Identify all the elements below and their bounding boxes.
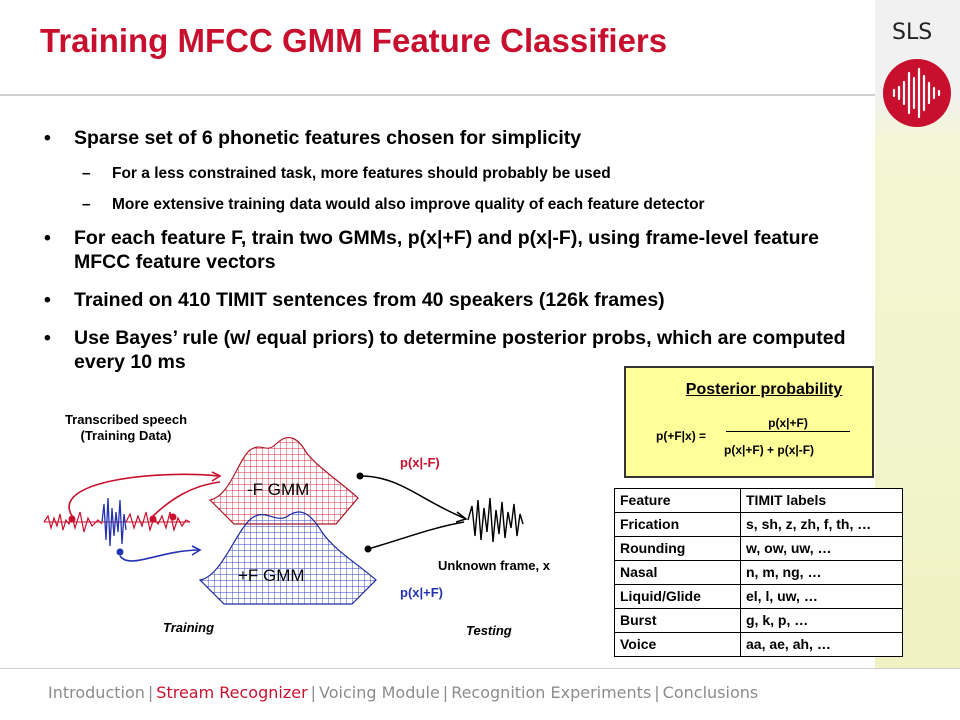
footer-bar <box>0 668 960 720</box>
neg-gmm-label: -F GMM <box>247 480 310 499</box>
sub-bullet-text: More extensive training data would also … <box>112 196 705 213</box>
table-cell: Burst <box>614 608 741 633</box>
bullet-item: Sparse set of 6 phonetic features chosen… <box>44 126 874 150</box>
table-cell: Voice <box>614 632 741 657</box>
nav-item-introduction[interactable]: Introduction <box>48 683 145 702</box>
posterior-denominator: p(x|+F) + p(x|-F) <box>724 443 815 457</box>
posterior-lhs: p(+F|x) = <box>656 429 707 443</box>
pos-gmm-surface <box>198 511 377 605</box>
slide-title: Training MFCC GMM Feature Classifiers <box>40 22 668 59</box>
table-row: Nasal n, m, ng, … <box>614 560 903 585</box>
title-band: Training MFCC GMM Feature Classifiers <box>0 0 875 96</box>
training-arrow-pos <box>119 549 201 562</box>
table-header-labels: TIMIT labels <box>740 488 903 513</box>
table-cell: aa, ae, ah, … <box>740 632 903 657</box>
nav-separator: | <box>654 683 660 702</box>
nav-item-voicing-module[interactable]: Voicing Module <box>319 683 440 702</box>
testing-arrow-neg <box>359 475 465 519</box>
nav-item-conclusions[interactable]: Conclusions <box>662 683 759 702</box>
pos-gmm-label: +F GMM <box>238 566 305 585</box>
transcribed-speech-label: Transcribed speech (Training Data) <box>40 412 212 444</box>
nav-separator: | <box>147 683 154 702</box>
training-label: Training <box>163 620 215 635</box>
table-cell: w, ow, uw, … <box>740 536 903 561</box>
table-row: Frication s, sh, z, zh, f, th, … <box>614 512 903 537</box>
unknown-frame-label: Unknown frame, x <box>438 558 550 573</box>
sub-bullet-text: For a less constrained task, more featur… <box>112 165 611 182</box>
gmm-diagram-graphic <box>43 436 524 605</box>
table-cell: Rounding <box>614 536 741 561</box>
table-row: Burst g, k, p, … <box>614 608 903 633</box>
p-pos-label: p(x|+F) <box>400 585 443 600</box>
table-row: Liquid/Glide el, l, uw, … <box>614 584 903 609</box>
table-row: Voice aa, ae, ah, … <box>614 632 903 657</box>
feature-table: Feature TIMIT labels Frication s, sh, z,… <box>614 488 903 657</box>
sub-bullet-item: –For a less constrained task, more featu… <box>82 165 611 182</box>
table-cell: el, l, uw, … <box>740 584 903 609</box>
unknown-frame-waveform <box>467 497 524 543</box>
table-row: Rounding w, ow, uw, … <box>614 536 903 561</box>
bullet-item: Trained on 410 TIMIT sentences from 40 s… <box>44 288 874 312</box>
table-cell: s, sh, z, zh, f, th, … <box>740 512 903 537</box>
posterior-title: Posterior probability <box>685 381 843 398</box>
brand-label: SLS <box>892 20 933 45</box>
nav-item-stream-recognizer[interactable]: Stream Recognizer <box>156 683 308 702</box>
gmm-diagram: Transcribed speech (Training Data) -F GM… <box>40 400 620 650</box>
bullet-item: Use Bayes’ rule (w/ equal priors) to det… <box>44 326 874 374</box>
bullet-list: Sparse set of 6 phonetic features chosen… <box>44 126 874 388</box>
sub-bullet-item: –More extensive training data would also… <box>82 196 705 213</box>
nav-separator: | <box>442 683 449 702</box>
section-nav: Introduction|Stream Recognizer|Voicing M… <box>48 683 758 702</box>
nav-item-recognition-experiments[interactable]: Recognition Experiments <box>451 683 652 702</box>
posterior-probability-box: Posterior probability p(x|+F) p(+F|x) = … <box>624 366 874 478</box>
speech-waveform <box>43 497 191 556</box>
table-header-row: Feature TIMIT labels <box>614 488 903 513</box>
posterior-numerator: p(x|+F) <box>726 416 850 432</box>
testing-label: Testing <box>466 623 512 638</box>
transcribed-speech-line1: Transcribed speech <box>64 412 188 427</box>
training-arrow-neg <box>68 473 219 517</box>
p-neg-label: p(x|-F) <box>400 455 440 470</box>
table-cell: n, m, ng, … <box>740 560 903 585</box>
table-cell: g, k, p, … <box>740 608 903 633</box>
nav-separator: | <box>310 683 317 702</box>
transcribed-speech-line2: (Training Data) <box>80 428 172 443</box>
table-cell: Liquid/Glide <box>614 584 741 609</box>
table-cell: Nasal <box>614 560 741 585</box>
testing-arrow-pos <box>367 521 465 550</box>
table-cell: Frication <box>614 512 741 537</box>
sls-logo-icon <box>883 59 951 127</box>
table-header-feature: Feature <box>614 488 741 513</box>
bullet-item: For each feature F, train two GMMs, p(x|… <box>44 226 874 274</box>
